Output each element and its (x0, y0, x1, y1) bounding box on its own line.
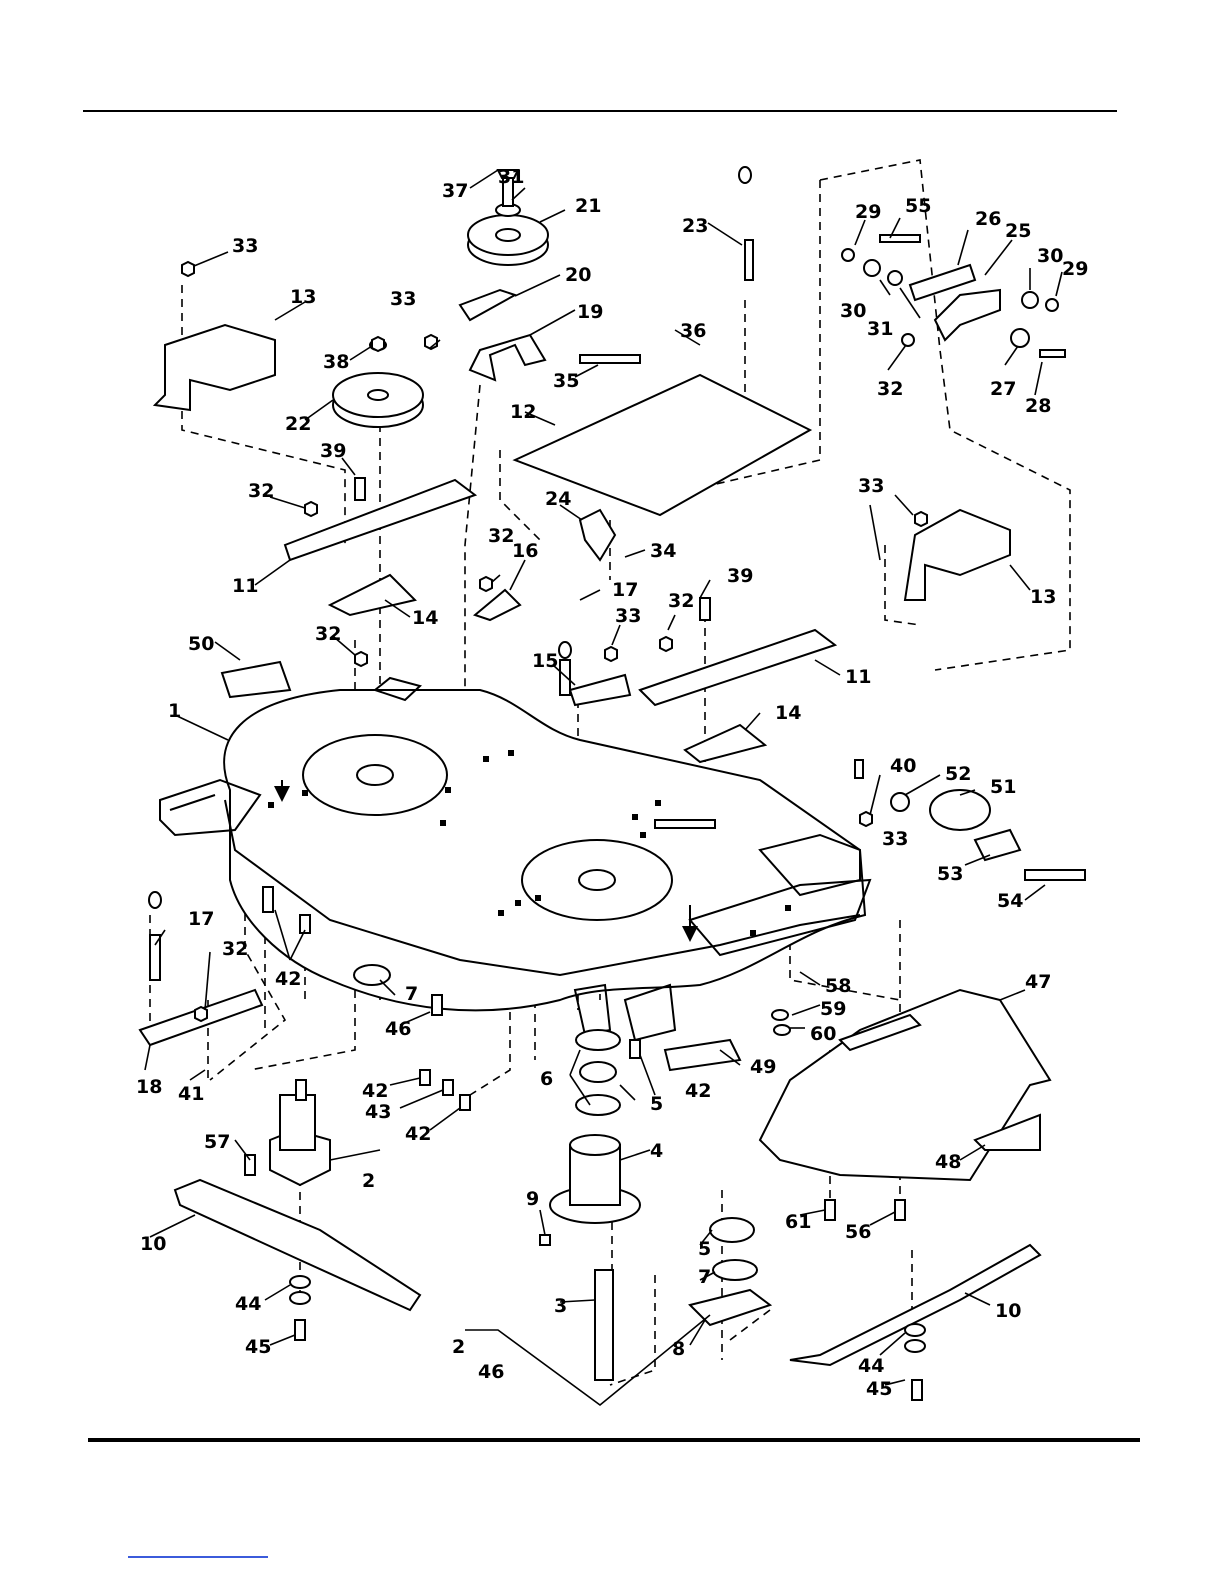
callout-label: 37 (442, 180, 468, 202)
callout-label: 42 (275, 968, 301, 990)
callout-label: 42 (362, 1080, 388, 1102)
callout-label: 14 (775, 702, 801, 724)
callout-label: 33 (615, 605, 641, 627)
callout-label: 61 (785, 1211, 811, 1233)
callout-label: 58 (825, 975, 851, 997)
callout-label: 29 (855, 201, 881, 223)
callout-label: 7 (698, 1266, 711, 1288)
callout-label: 23 (682, 215, 708, 237)
callout-label: 13 (1030, 586, 1056, 608)
pulleys (333, 204, 548, 427)
callout-label: 33 (390, 288, 416, 310)
callout-label: 20 (565, 264, 591, 286)
callout-label: 44 (858, 1355, 884, 1377)
callout-label: 31 (867, 318, 893, 340)
callout-label: 34 (650, 540, 676, 562)
callout-label: 39 (727, 565, 753, 587)
callout-label: 25 (1005, 220, 1031, 242)
callout-label: 41 (178, 1083, 204, 1105)
callout-label: 42 (405, 1123, 431, 1145)
callout-label: 4 (650, 1140, 663, 1162)
callout-label: 2 (362, 1170, 375, 1192)
callout-label: 59 (820, 998, 846, 1020)
callout-label: 19 (577, 301, 603, 323)
callout-label: 33 (232, 235, 258, 257)
callout-label: 60 (810, 1023, 836, 1045)
callout-label: 3 (554, 1295, 567, 1317)
callout-label: 36 (680, 320, 706, 342)
callout-label: 15 (532, 650, 558, 672)
callout-label: 5 (650, 1093, 663, 1115)
callout-label: 6 (540, 1068, 553, 1090)
callout-label: 17 (612, 579, 638, 601)
callout-label: 10 (995, 1300, 1021, 1322)
callout-label: 11 (232, 575, 258, 597)
callout-label: 48 (935, 1151, 961, 1173)
callout-label: 54 (997, 890, 1023, 912)
callout-label: 45 (866, 1378, 892, 1400)
callout-label: 53 (937, 863, 963, 885)
callout-label: 43 (365, 1101, 391, 1123)
callout-label: 27 (990, 378, 1016, 400)
callout-label: 11 (845, 666, 871, 688)
callout-label: 46 (478, 1361, 504, 1383)
callout-label: 13 (290, 286, 316, 308)
callout-label: 30 (1037, 245, 1063, 267)
callout-label: 42 (685, 1080, 711, 1102)
callout-label: 40 (890, 755, 916, 777)
callout-label: 28 (1025, 395, 1051, 417)
callout-label: 1 (168, 700, 181, 722)
callout-label: 49 (750, 1056, 776, 1078)
callout-label: 24 (545, 488, 571, 510)
callout-label: 18 (136, 1076, 162, 1098)
callout-label: 16 (512, 540, 538, 562)
callout-label: 50 (188, 633, 214, 655)
callout-label: 32 (222, 938, 248, 960)
callout-label: 30 (840, 300, 866, 322)
callout-label: 56 (845, 1221, 871, 1243)
callout-label: 55 (905, 195, 931, 217)
callout-label: 33 (882, 828, 908, 850)
callout-label: 14 (412, 607, 438, 629)
callout-label: 29 (1062, 258, 1088, 280)
callout-label: 32 (248, 480, 274, 502)
callout-label: 32 (488, 525, 514, 547)
callout-label: 9 (526, 1188, 539, 1210)
callout-label: 5 (698, 1238, 711, 1260)
callout-label: 17 (188, 908, 214, 930)
callout-label: 21 (575, 195, 601, 217)
callout-label: 57 (204, 1131, 230, 1153)
callout-label: 22 (285, 413, 311, 435)
callout-label: 2 (452, 1336, 465, 1358)
callout-label: 35 (553, 370, 579, 392)
callout-label: 10 (140, 1233, 166, 1255)
callout-label: 51 (990, 776, 1016, 798)
callout-label: 31 (498, 166, 524, 188)
callout-label: 38 (323, 351, 349, 373)
callout-label: 32 (315, 623, 341, 645)
callout-label: 32 (668, 590, 694, 612)
callout-label: 45 (245, 1336, 271, 1358)
callout-label: 52 (945, 763, 971, 785)
callout-label: 26 (975, 208, 1001, 230)
callout-label: 39 (320, 440, 346, 462)
callout-label: 46 (385, 1018, 411, 1040)
callout-label: 12 (510, 401, 536, 423)
callout-label: 44 (235, 1293, 261, 1315)
mower-deck (160, 678, 870, 1040)
callout-label: 7 (405, 983, 418, 1005)
callout-label: 8 (672, 1338, 685, 1360)
callout-label: 33 (858, 475, 884, 497)
callout-label: 47 (1025, 971, 1051, 993)
callout-label: 32 (877, 378, 903, 400)
